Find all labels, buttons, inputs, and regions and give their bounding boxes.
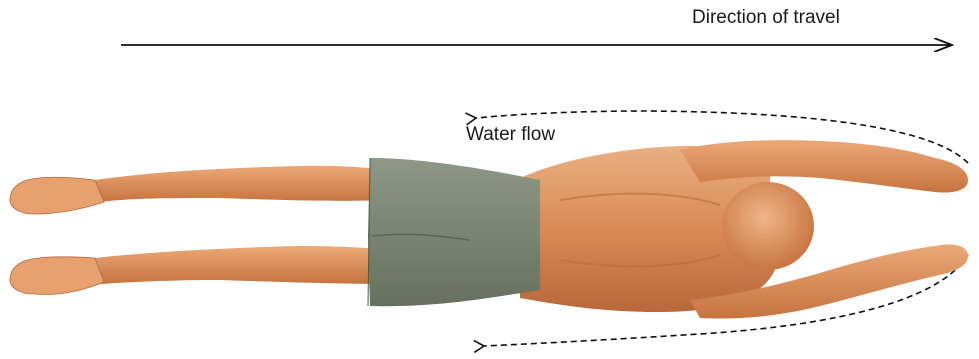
water-flow-label: Water flow [466,124,555,146]
swimmer-figure [10,140,968,318]
upper-leg [95,166,390,202]
swim-shorts [368,158,540,306]
direction-of-travel-label: Direction of travel [692,7,840,29]
lower-foot [10,257,104,295]
head [722,182,814,270]
upper-foot [10,177,104,214]
lower-leg [95,246,390,284]
